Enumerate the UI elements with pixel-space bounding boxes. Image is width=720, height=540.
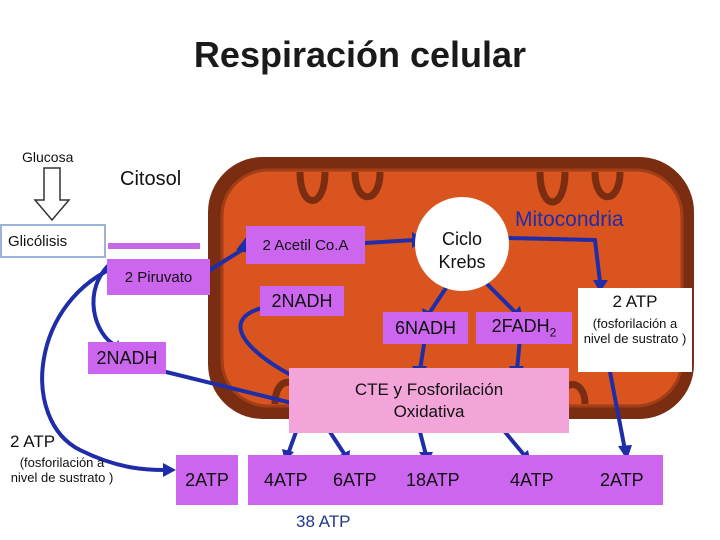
pyruvate-box: 2 Piruvato — [107, 259, 210, 295]
cytosol-label: Citosol — [120, 168, 182, 190]
atp-2-left-label: 2 ATP — [10, 432, 56, 451]
glycolysis-box: Glicólisis — [0, 224, 106, 258]
nadh-2-top-label: 2NADH — [271, 290, 333, 311]
acetyl-coa-box: 2 Acetil Co.A — [246, 226, 365, 264]
substrate-phosphorylation-left: (fosforilación a nivel de sustrato ) — [10, 455, 114, 485]
krebs-circle — [415, 197, 509, 291]
atp-2-right-label: 2 ATP — [612, 292, 658, 311]
etc-line1: CTE y Fosforilación — [354, 379, 504, 399]
atp-row-3: 18ATP — [406, 469, 460, 490]
atp-row-0: 2ATP — [185, 469, 229, 490]
etc-oxidative-phosphorylation-box: CTE y Fosforilación Oxidativa — [289, 368, 569, 433]
fadh-box: 2FADH2 — [476, 312, 572, 344]
nadh-2-top-box: 2NADH — [260, 286, 344, 316]
fadh-label: 2FADH2 — [491, 316, 557, 340]
nadh-6-box: 6NADH — [383, 312, 468, 344]
krebs-line1: Ciclo — [441, 229, 482, 249]
pyruvate-label: 2 Piruvato — [124, 268, 193, 286]
glycolysis-label: Glicólisis — [8, 232, 68, 250]
glucose-label: Glucosa — [22, 149, 74, 165]
atp-row-box: 4ATP 6ATP 18ATP 4ATP 2ATP — [248, 455, 663, 505]
etc-line2: Oxidativa — [393, 401, 465, 421]
atp-glycolysis-box: 2ATP — [176, 455, 238, 505]
nadh-2-left-label: 2NADH — [96, 347, 158, 368]
atp-row-4: 4ATP — [510, 469, 554, 490]
nadh-2-left-box: 2NADH — [88, 342, 166, 374]
total-atp: 38 ATP — [296, 512, 351, 531]
page-title: Respiración celular — [193, 34, 527, 75]
atp-row-2: 6ATP — [333, 469, 377, 490]
atp-2-left-group: 2 ATP (fosforilación a nivel de sustrato… — [10, 432, 120, 485]
atp-2-right-box: 2 ATP (fosforilación a nivel de sustrato… — [578, 288, 692, 372]
nadh-6-label: 6NADH — [394, 317, 456, 338]
atp-row-1: 4ATP — [264, 469, 308, 490]
substrate-phosphorylation-right: (fosforilación a nivel de sustrato ) — [583, 316, 687, 346]
atp-row-5: 2ATP — [600, 469, 644, 490]
glucose-arrow-icon — [33, 167, 71, 222]
mitochondria-label: Mitocondria — [515, 208, 624, 231]
krebs-cycle-label: Ciclo Krebs — [420, 228, 504, 274]
krebs-line2: Krebs — [438, 252, 486, 272]
acetyl-coa-label: 2 Acetil Co.A — [262, 236, 349, 254]
